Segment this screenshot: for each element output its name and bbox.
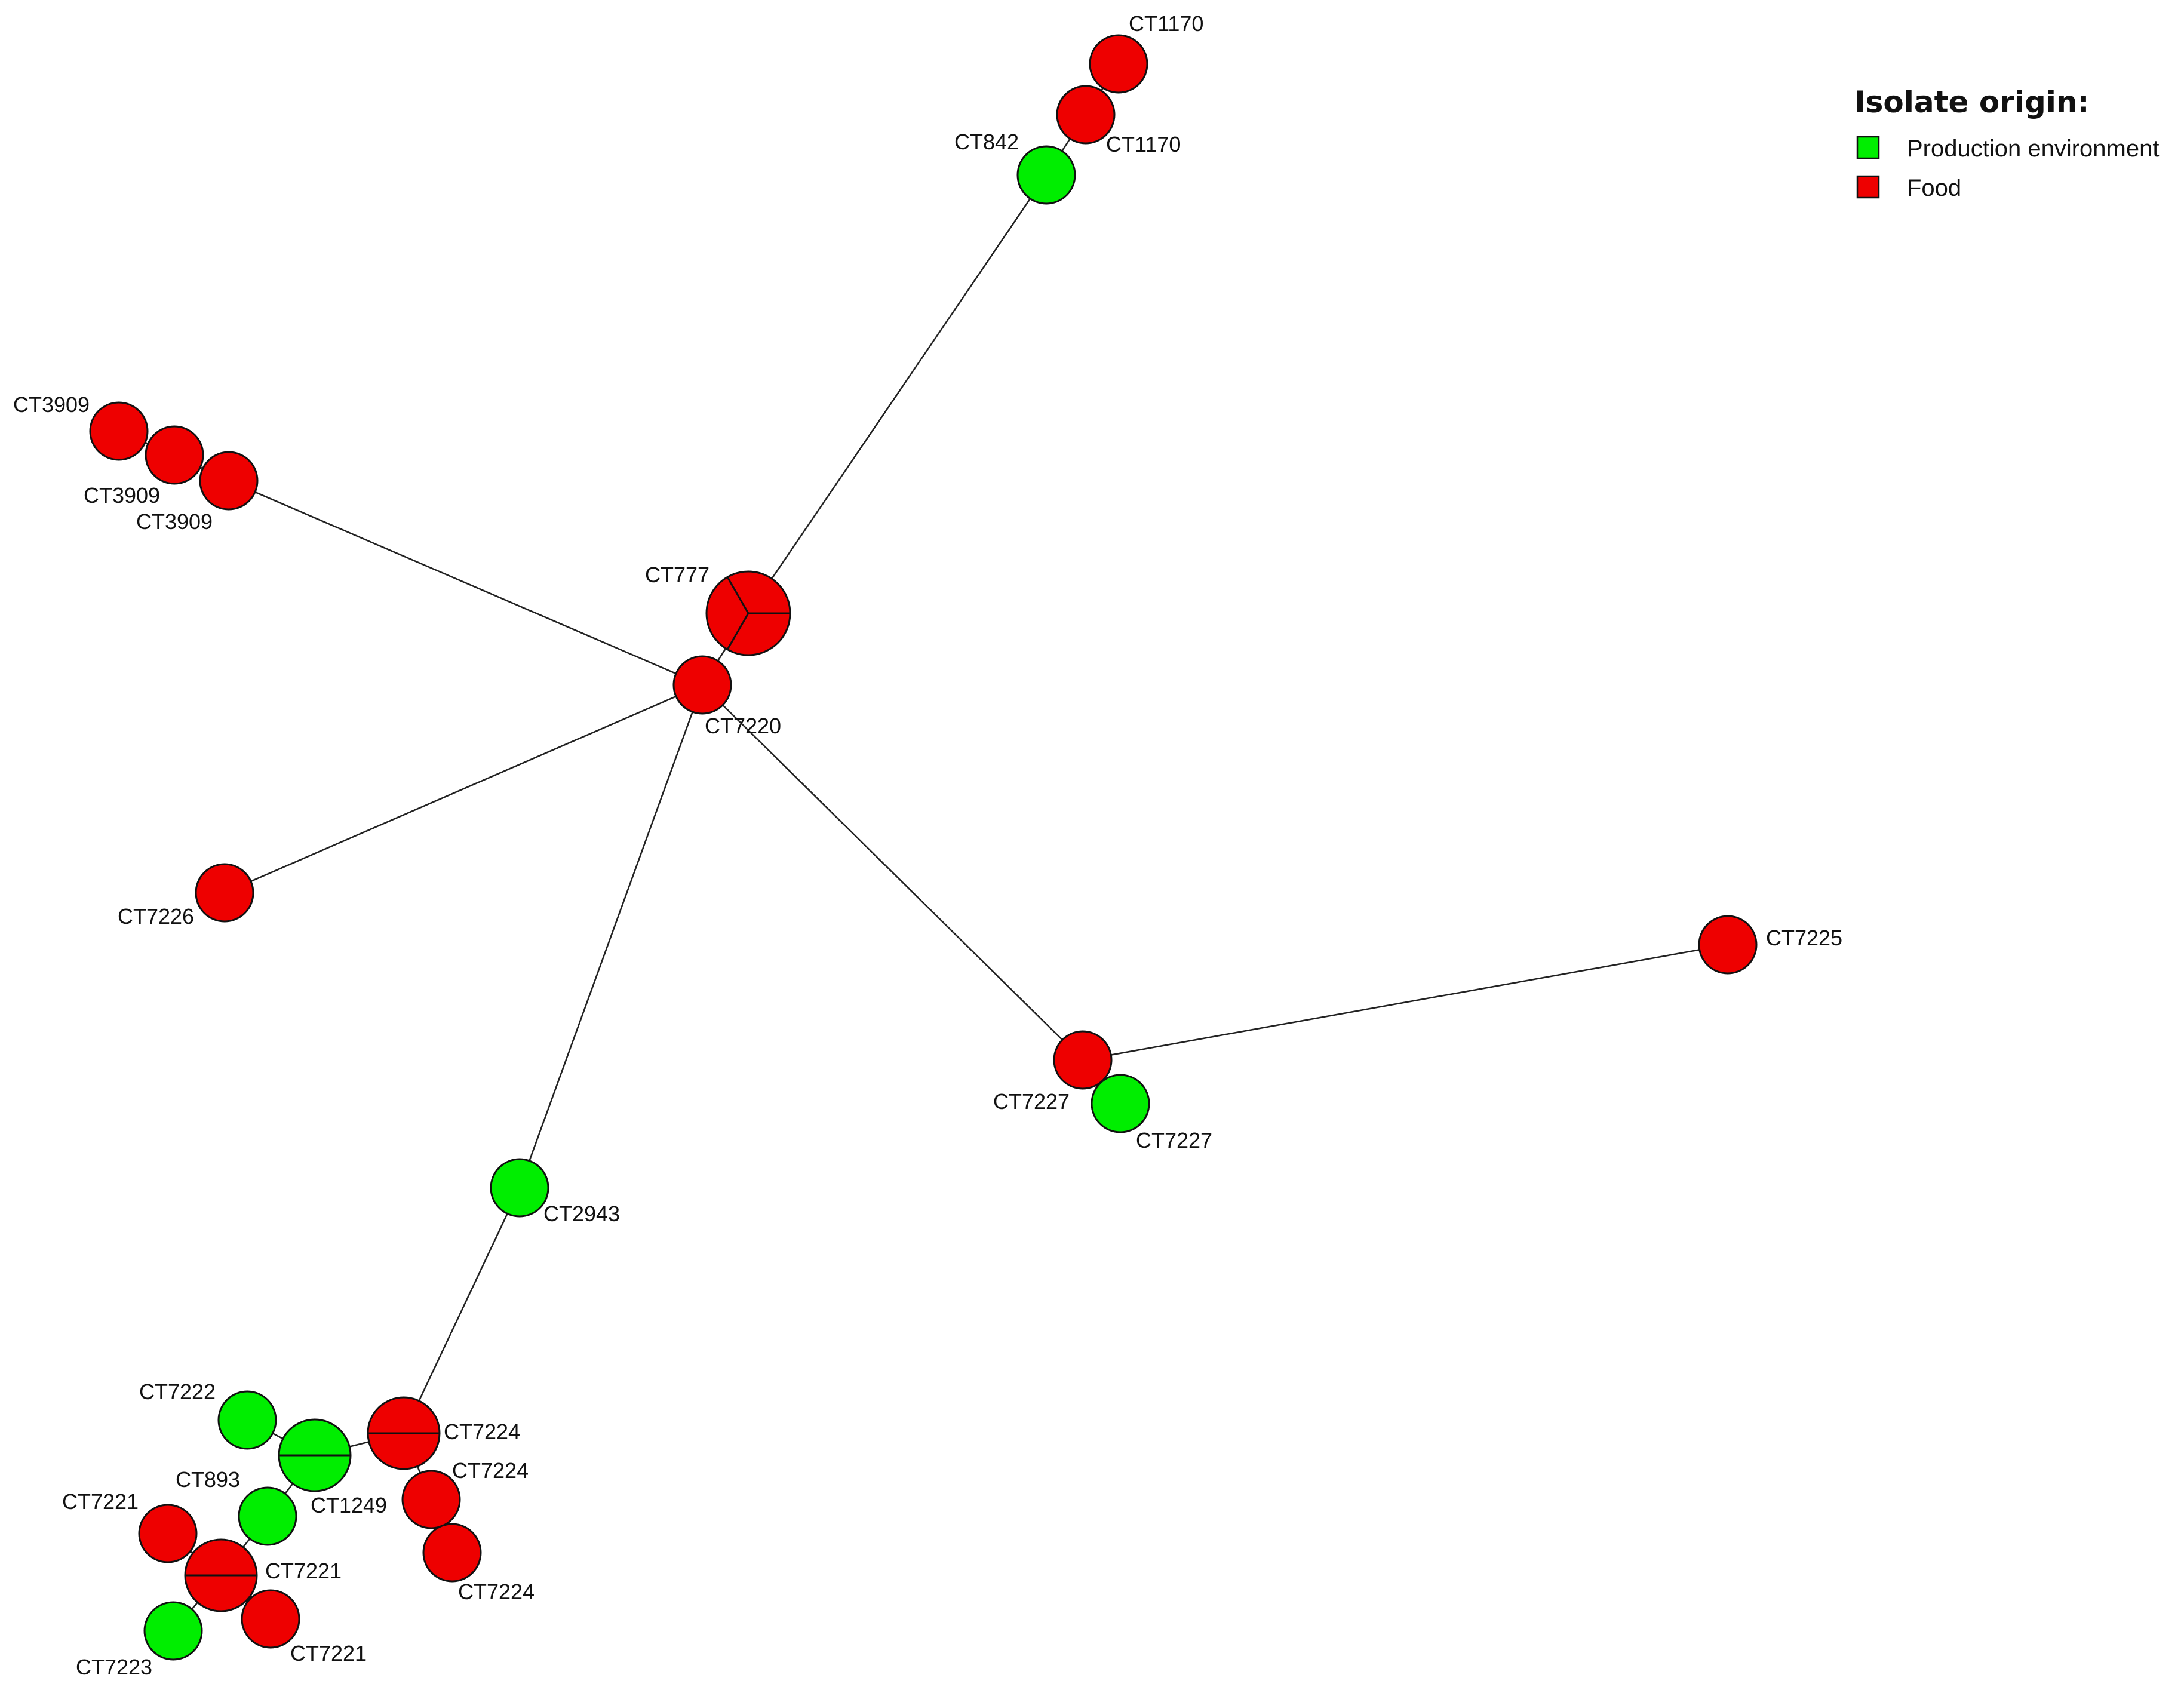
node-label-ct3909b: CT3909 (84, 483, 160, 508)
node-ct7227b (1091, 1074, 1150, 1133)
legend-label-production-environment: Production environment (1907, 136, 2159, 162)
node-label-ct7221c: CT7221 (290, 1641, 367, 1666)
node-ct1170b (1056, 85, 1116, 145)
node-label-ct893: CT893 (176, 1467, 240, 1492)
node-circle (672, 655, 732, 715)
node-label-ct7223: CT7223 (76, 1655, 152, 1679)
node-label-ct7225: CT7225 (1766, 926, 1842, 950)
edge-ct777-ct842 (747, 174, 1048, 614)
legend-swatch-production-environment (1856, 136, 1880, 159)
node-label-ct3909a: CT3909 (13, 392, 90, 417)
node-ct7227a (1053, 1030, 1113, 1090)
legend: Isolate origin: Production environment F… (1854, 85, 2159, 201)
node-circle (145, 425, 204, 485)
node-label-ct1249: CT1249 (311, 1493, 387, 1517)
edge-ct7220-ct2943 (518, 684, 704, 1188)
node-ct7224a (367, 1396, 441, 1470)
node-ct7221b (138, 1504, 198, 1563)
node-label-ct7226: CT7226 (118, 904, 194, 929)
edges-layer (118, 63, 1728, 1631)
node-ct7221a (184, 1538, 258, 1612)
node-ct893 (238, 1486, 297, 1546)
node-label-ct3909c: CT3909 (136, 509, 213, 534)
node-circle (422, 1523, 482, 1583)
edge-ct2943-ct7224a (403, 1187, 521, 1434)
node-ct1170a (1089, 34, 1148, 94)
node-circle (1089, 34, 1148, 94)
node-ct7221c (241, 1589, 300, 1649)
node-label-ct7221b: CT7221 (62, 1489, 139, 1514)
node-ct3909c (199, 451, 259, 511)
node-circle (143, 1601, 203, 1661)
node-label-ct7224b: CT7224 (452, 1458, 529, 1483)
node-segment-divider (726, 613, 749, 650)
node-label-ct7227b: CT7227 (1136, 1128, 1212, 1153)
legend-swatch-food (1856, 175, 1880, 199)
node-circle (1056, 85, 1116, 145)
node-ct7224c (422, 1523, 482, 1583)
node-ct7223 (143, 1601, 203, 1661)
node-circle (401, 1470, 461, 1529)
node-circle (1053, 1030, 1113, 1090)
nodes-layer (89, 34, 1758, 1661)
node-ct3909a (89, 401, 149, 461)
node-ct7220 (672, 655, 732, 715)
node-label-ct7220: CT7220 (705, 714, 781, 738)
node-circle (238, 1486, 297, 1546)
node-label-ct7221a: CT7221 (265, 1559, 342, 1583)
legend-label-food: Food (1907, 175, 1961, 201)
node-ct3909b (145, 425, 204, 485)
node-label-ct7224a: CT7224 (444, 1419, 520, 1444)
edge-ct7220-ct3909c (228, 480, 703, 686)
node-circle (195, 863, 254, 923)
node-ct7224b (401, 1470, 461, 1529)
node-circle (241, 1589, 300, 1649)
node-circle (89, 401, 149, 461)
edge-ct7227a-ct7225 (1082, 944, 1728, 1061)
node-label-ct7227a: CT7227 (993, 1089, 1070, 1114)
node-label-ct1170b: CT1170 (1106, 132, 1181, 156)
labels-layer: CT777CT7220CT842CT1170CT1170CT3909CT3909… (13, 11, 1842, 1679)
node-ct7226 (195, 863, 254, 923)
node-circle (1698, 915, 1758, 975)
node-ct2943 (490, 1158, 549, 1218)
node-label-ct7222: CT7222 (139, 1379, 216, 1404)
edge-ct7220-ct7227a (702, 684, 1083, 1061)
node-ct1249 (278, 1418, 352, 1492)
node-segment-divider (726, 576, 749, 614)
node-label-ct777: CT777 (645, 563, 709, 587)
node-circle (490, 1158, 549, 1218)
node-ct842 (1016, 145, 1076, 205)
node-circle (1091, 1074, 1150, 1133)
edge-ct7220-ct7226 (224, 684, 703, 894)
node-label-ct2943: CT2943 (543, 1202, 620, 1226)
node-circle (199, 451, 259, 511)
node-circle (217, 1390, 277, 1450)
node-circle (1016, 145, 1076, 205)
node-label-ct1170a: CT1170 (1129, 11, 1203, 36)
legend-title: Isolate origin: (1854, 85, 2089, 119)
node-ct777 (705, 570, 791, 656)
node-ct7225 (1698, 915, 1758, 975)
node-circle (138, 1504, 198, 1563)
node-label-ct842: CT842 (954, 130, 1019, 154)
node-label-ct7224c: CT7224 (458, 1580, 535, 1604)
node-ct7222 (217, 1390, 277, 1450)
